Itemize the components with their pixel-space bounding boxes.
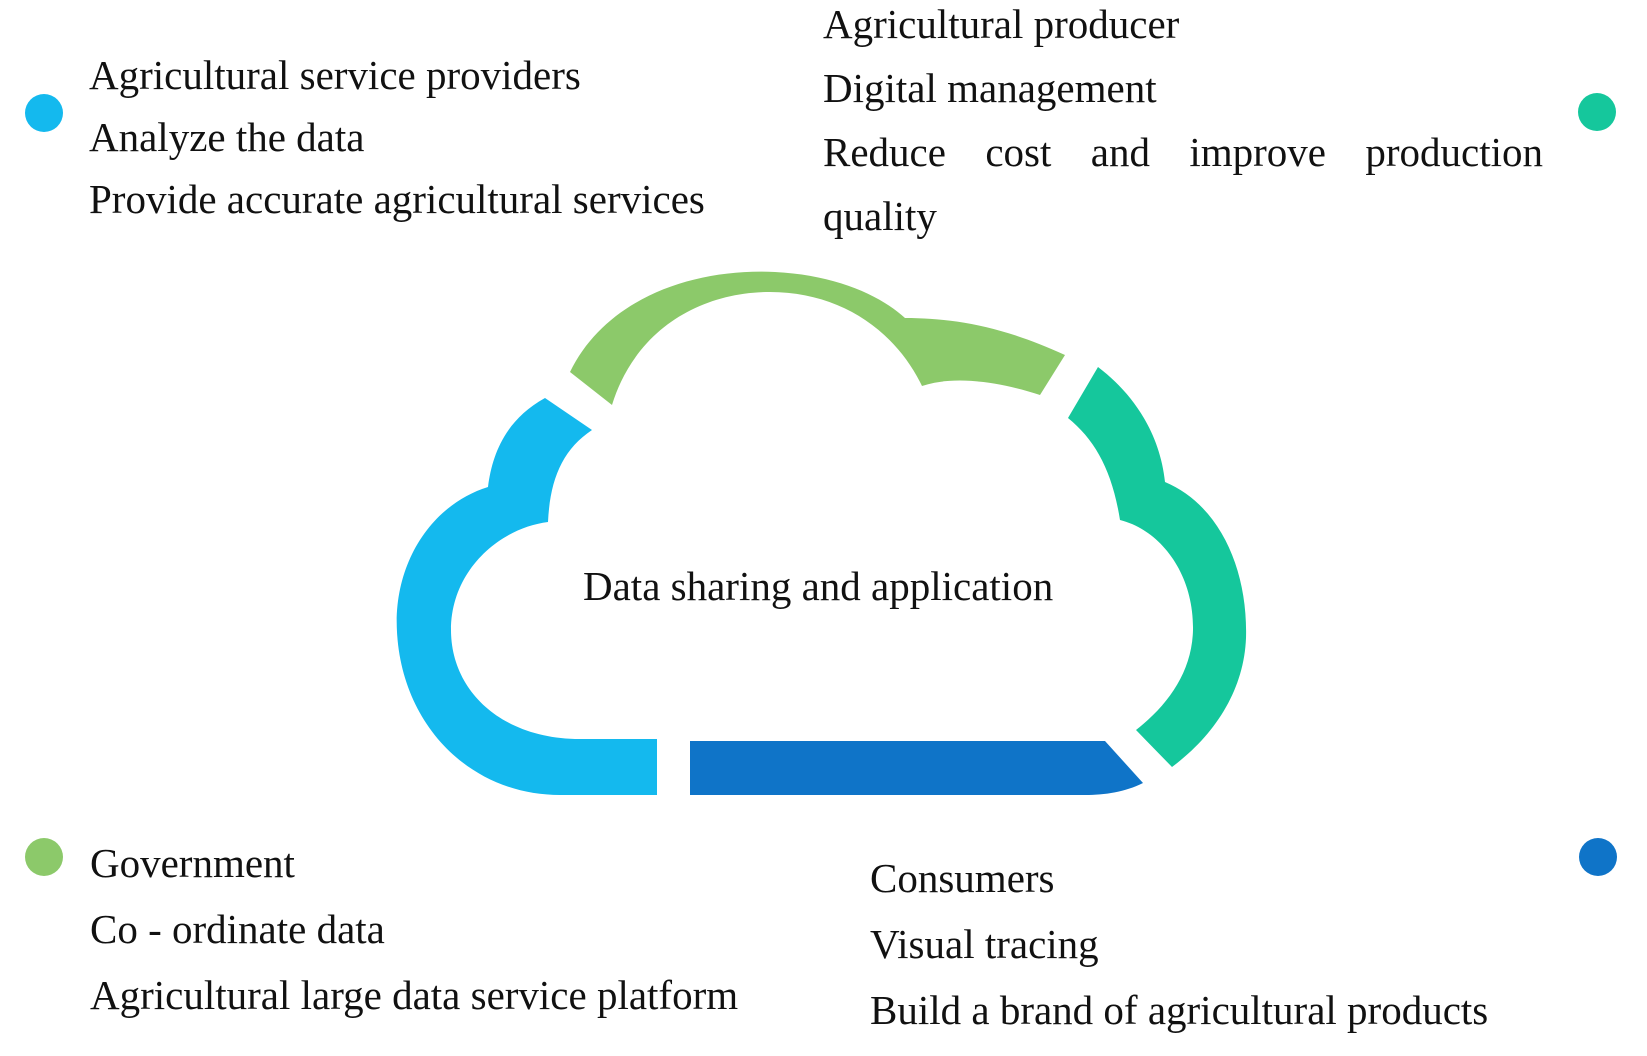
group-line: Agricultural large data service platform — [90, 972, 739, 1018]
group-consumers: Consumers Visual tracing Build a brand o… — [870, 845, 1488, 1043]
group-title: Agricultural service providers — [89, 52, 581, 98]
group-title: Agricultural producer — [823, 1, 1180, 47]
group-title: Government — [90, 840, 295, 886]
cloud-segment-dark-blue — [690, 741, 1143, 795]
group-line: Co - ordinate data — [90, 906, 385, 952]
cloud-segment-teal — [1068, 367, 1247, 767]
group-line: quality — [823, 193, 937, 239]
group-title: Consumers — [870, 855, 1055, 901]
light-green-dot-icon — [25, 838, 63, 876]
group-service-providers: Agricultural service providers Analyze t… — [89, 44, 705, 230]
group-line: Provide accurate agricultural services — [89, 176, 705, 222]
group-line: Visual tracing — [870, 921, 1099, 967]
teal-dot-icon — [1578, 93, 1616, 131]
group-line: Digital management — [823, 65, 1157, 111]
cloud-segment-light-green — [570, 271, 1065, 405]
group-line: Analyze the data — [89, 114, 365, 160]
group-line: Reduce cost and improve production — [823, 129, 1543, 175]
center-label: Data sharing and application — [583, 563, 1054, 609]
light-blue-dot-icon — [25, 94, 63, 132]
group-producer: Agricultural producer Digital management… — [823, 0, 1543, 248]
group-line: Build a brand of agricultural products — [870, 987, 1489, 1033]
cloud-segment-light-blue — [396, 398, 657, 795]
group-government: Government Co - ordinate data Agricultur… — [90, 830, 738, 1028]
dark-blue-dot-icon — [1579, 838, 1617, 876]
